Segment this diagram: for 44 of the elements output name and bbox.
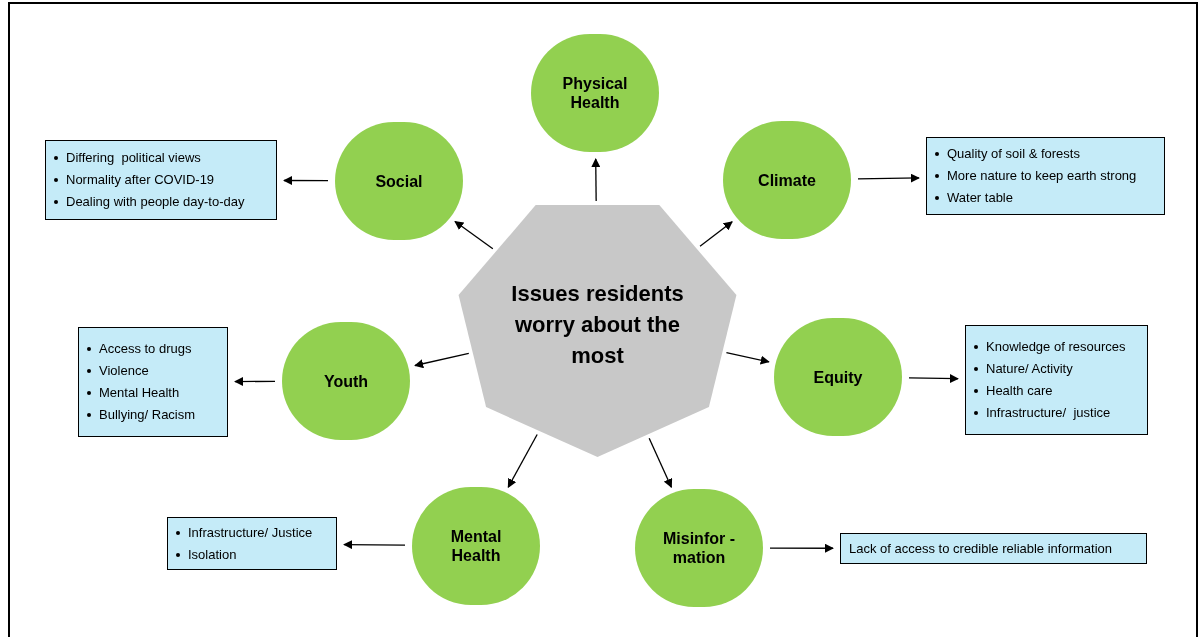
issue-item: Knowledge of resources: [986, 339, 1126, 355]
arrow: [507, 433, 538, 488]
category-label: Social: [375, 171, 423, 191]
issue-item: Infrastructure/ Justice: [188, 524, 313, 541]
issue-item: Lack of access to credible reliable information: [849, 540, 1113, 557]
arrow: [769, 543, 834, 553]
issue-item: Nature/ Activity: [986, 361, 1073, 377]
issue-item: Isolation: [188, 546, 237, 563]
issue-list-box: [45, 140, 277, 220]
arrow: [908, 374, 959, 384]
category-label: Mental Health: [449, 527, 503, 565]
issue-item: Health care: [986, 383, 1053, 399]
issue-item: Normality after COVID-19: [66, 172, 215, 188]
issue-item: Differing political views: [66, 150, 201, 166]
issue-item: Water table: [947, 190, 1013, 206]
issue-item: Bullying/ Racism: [99, 407, 196, 423]
category-label: Physical Health: [561, 74, 629, 112]
arrow: [234, 377, 276, 387]
issue-item: More nature to keep earth strong: [947, 168, 1137, 184]
issue-item: Violence: [99, 363, 149, 379]
issue-item: Access to drugs: [99, 341, 192, 357]
arrow: [283, 176, 329, 186]
issue-list-box: [78, 327, 228, 437]
arrow: [454, 220, 494, 250]
category-label: Equity: [813, 367, 863, 387]
arrow: [857, 173, 920, 183]
issue-item: Quality of soil & forests: [947, 146, 1080, 162]
issue-list-box: [965, 325, 1148, 435]
arrow: [343, 540, 406, 550]
arrow: [699, 221, 733, 247]
issue-item: Infrastructure/ justice: [986, 405, 1111, 421]
issue-item: Mental Health: [99, 385, 180, 401]
arrow: [725, 352, 770, 365]
arrow: [648, 437, 673, 489]
central-topic-text: Issues residents worry about the most: [510, 280, 685, 370]
arrow: [414, 352, 470, 369]
category-label: Climate: [758, 170, 816, 190]
issue-list-box: [926, 137, 1165, 215]
issue-item: Dealing with people day-to-day: [66, 194, 245, 210]
category-label: Youth: [323, 371, 369, 391]
arrow: [591, 158, 601, 202]
category-label: Misinfor -mation: [662, 529, 736, 567]
issue-list-box: [167, 517, 337, 570]
issue-list-box: [840, 533, 1147, 564]
